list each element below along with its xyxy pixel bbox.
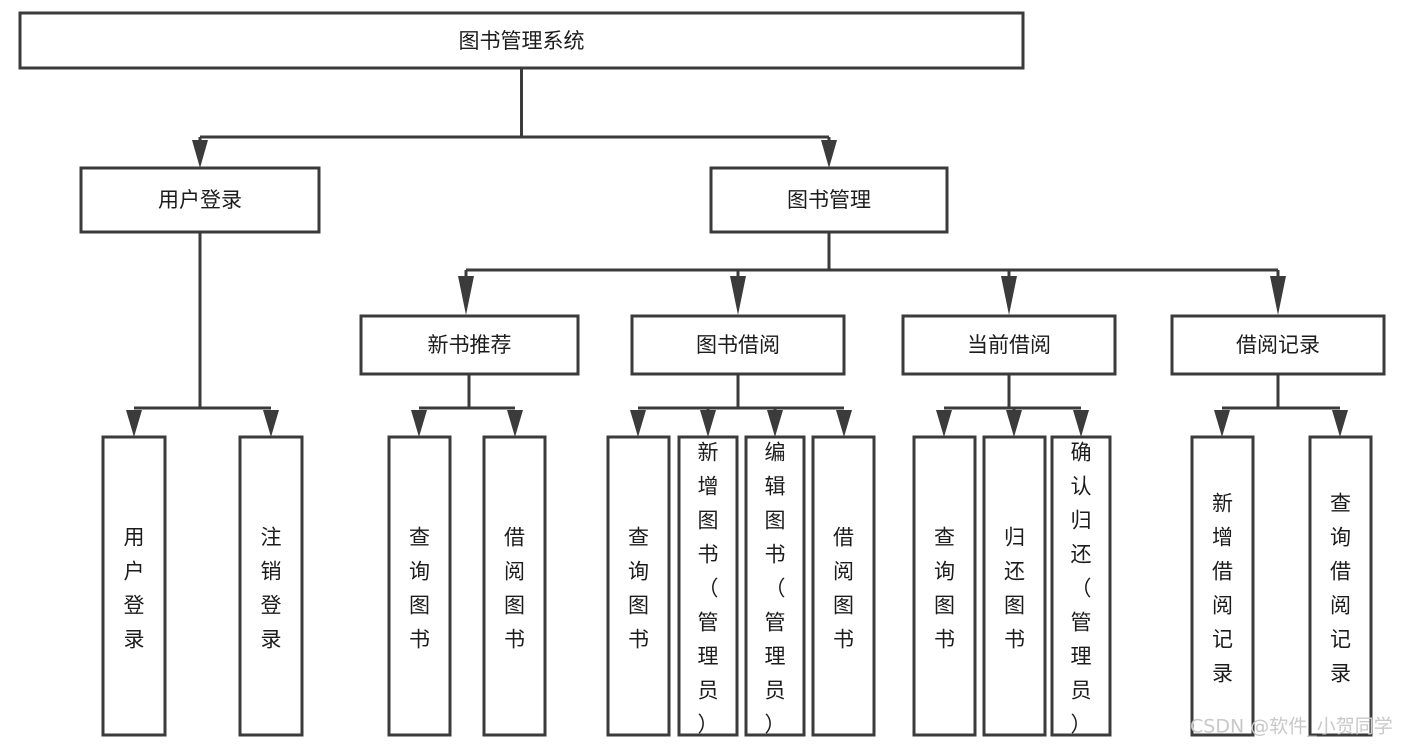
node-borrow-record-label: 借阅记录 bbox=[1236, 333, 1320, 357]
node-leaf-borrow-book-borrow[interactable]: 借阅图书 bbox=[811, 435, 876, 737]
node-leaf-query-book-rec-box[interactable] bbox=[387, 435, 452, 737]
node-borrow-record-box[interactable] bbox=[1170, 314, 1386, 376]
arrow-to-leaf-add-book-admin bbox=[700, 410, 716, 437]
node-book-manage-box[interactable] bbox=[709, 166, 949, 234]
node-leaf-user-login-label: 用户登录 bbox=[124, 526, 145, 652]
node-leaf-query-book-current[interactable]: 查询图书 bbox=[912, 435, 977, 737]
arrow-to-current-borrow bbox=[1001, 276, 1017, 315]
arrow-to-book-manage bbox=[821, 140, 837, 168]
arrow-to-leaf-borrow-book-borrow bbox=[836, 410, 852, 437]
node-leaf-add-book-admin-box[interactable] bbox=[677, 435, 739, 737]
node-leaf-logout-label: 注销登录 bbox=[261, 526, 282, 652]
node-leaf-query-borrow-record[interactable]: 查询借阅记录 bbox=[1308, 435, 1373, 737]
node-leaf-add-book-admin-label: 新增图书（管理员） bbox=[698, 441, 719, 737]
arrow-to-leaf-user-login bbox=[126, 410, 142, 437]
node-leaf-borrow-book-rec-box[interactable] bbox=[482, 435, 547, 737]
node-leaf-edit-book-admin-label: 编辑图书（管理员） bbox=[765, 441, 786, 737]
arrow-to-new-book-recommend bbox=[458, 276, 474, 315]
node-leaf-query-book-borrow-label: 查询图书 bbox=[628, 526, 649, 652]
node-new-book-recommend-box[interactable] bbox=[359, 314, 580, 376]
node-leaf-confirm-return-admin-label: 确认归还（管理员） bbox=[1071, 441, 1092, 737]
node-leaf-logout-box[interactable] bbox=[238, 435, 304, 737]
node-leaf-confirm-return-admin-box[interactable] bbox=[1050, 435, 1112, 737]
node-leaf-logout[interactable]: 注销登录 bbox=[238, 435, 304, 737]
arrow-to-leaf-return-book bbox=[1006, 410, 1022, 437]
node-leaf-confirm-return-admin[interactable]: 确认归还（管理员） bbox=[1050, 435, 1112, 737]
connector-layer bbox=[126, 68, 1348, 437]
node-leaf-borrow-book-rec[interactable]: 借阅图书 bbox=[482, 435, 547, 737]
arrow-to-leaf-logout bbox=[263, 410, 279, 437]
node-leaf-query-book-rec-label: 查询图书 bbox=[409, 526, 430, 652]
node-leaf-query-borrow-record-box[interactable] bbox=[1308, 435, 1373, 737]
arrow-to-book-borrow bbox=[730, 276, 746, 315]
node-new-book-recommend[interactable]: 新书推荐 bbox=[359, 314, 580, 376]
node-root[interactable]: 图书管理系统 bbox=[18, 11, 1025, 70]
arrow-to-leaf-query-book-borrow bbox=[630, 410, 646, 437]
node-leaf-user-login[interactable]: 用户登录 bbox=[101, 435, 167, 737]
arrow-to-leaf-query-book-current bbox=[936, 410, 952, 437]
node-borrow-record[interactable]: 借阅记录 bbox=[1170, 314, 1386, 376]
node-leaf-return-book-label: 归还图书 bbox=[1004, 526, 1025, 652]
node-user-login-label: 用户登录 bbox=[158, 188, 242, 212]
node-current-borrow-box[interactable] bbox=[901, 314, 1117, 376]
node-leaf-query-book-borrow-box[interactable] bbox=[606, 435, 671, 737]
node-leaf-add-borrow-record[interactable]: 新增借阅记录 bbox=[1190, 435, 1255, 737]
node-new-book-recommend-label: 新书推荐 bbox=[428, 333, 512, 357]
node-leaf-query-book-borrow[interactable]: 查询图书 bbox=[606, 435, 671, 737]
node-leaf-add-borrow-record-box[interactable] bbox=[1190, 435, 1255, 737]
arrow-to-leaf-borrow-book-rec bbox=[507, 410, 523, 437]
csdn-watermark: CSDN @软件_小贺同学 bbox=[1190, 716, 1393, 738]
node-leaf-edit-book-admin[interactable]: 编辑图书（管理员） bbox=[744, 435, 806, 737]
node-leaf-borrow-book-rec-label: 借阅图书 bbox=[504, 526, 525, 652]
node-current-borrow-label: 当前借阅 bbox=[967, 333, 1051, 357]
arrow-to-borrow-record bbox=[1270, 276, 1286, 315]
node-leaf-query-book-rec[interactable]: 查询图书 bbox=[387, 435, 452, 737]
arrow-to-leaf-add-borrow-record bbox=[1214, 410, 1230, 437]
node-leaf-borrow-book-borrow-label: 借阅图书 bbox=[833, 526, 854, 652]
arrow-to-leaf-confirm-return-admin bbox=[1073, 410, 1089, 437]
node-book-borrow-box[interactable] bbox=[630, 314, 846, 376]
arrow-to-leaf-query-book-rec bbox=[411, 410, 427, 437]
node-root-label: 图书管理系统 bbox=[459, 29, 585, 53]
node-leaf-query-borrow-record-label: 查询借阅记录 bbox=[1330, 492, 1351, 686]
node-leaf-borrow-book-borrow-box[interactable] bbox=[811, 435, 876, 737]
node-book-manage-label: 图书管理 bbox=[787, 188, 871, 212]
node-leaf-return-book[interactable]: 归还图书 bbox=[982, 435, 1047, 737]
node-leaf-add-borrow-record-label: 新增借阅记录 bbox=[1212, 492, 1233, 686]
node-layer: 图书管理系统 用户登录 图书管理 新书推荐 图书借阅 bbox=[18, 11, 1386, 737]
node-leaf-edit-book-admin-box[interactable] bbox=[744, 435, 806, 737]
node-leaf-user-login-box[interactable] bbox=[101, 435, 167, 737]
node-book-manage[interactable]: 图书管理 bbox=[709, 166, 949, 234]
node-user-login-box[interactable] bbox=[79, 166, 321, 234]
node-current-borrow[interactable]: 当前借阅 bbox=[901, 314, 1117, 376]
node-book-borrow[interactable]: 图书借阅 bbox=[630, 314, 846, 376]
node-root-box[interactable] bbox=[18, 11, 1025, 70]
node-leaf-query-book-current-label: 查询图书 bbox=[934, 526, 955, 652]
node-leaf-add-book-admin[interactable]: 新增图书（管理员） bbox=[677, 435, 739, 737]
node-book-borrow-label: 图书借阅 bbox=[696, 333, 780, 357]
node-leaf-query-book-current-box[interactable] bbox=[912, 435, 977, 737]
arrow-to-leaf-query-borrow-record bbox=[1332, 410, 1348, 437]
arrow-to-leaf-edit-book-admin bbox=[767, 410, 783, 437]
node-leaf-return-book-box[interactable] bbox=[982, 435, 1047, 737]
arrow-to-user-login bbox=[192, 140, 208, 168]
node-user-login[interactable]: 用户登录 bbox=[79, 166, 321, 234]
